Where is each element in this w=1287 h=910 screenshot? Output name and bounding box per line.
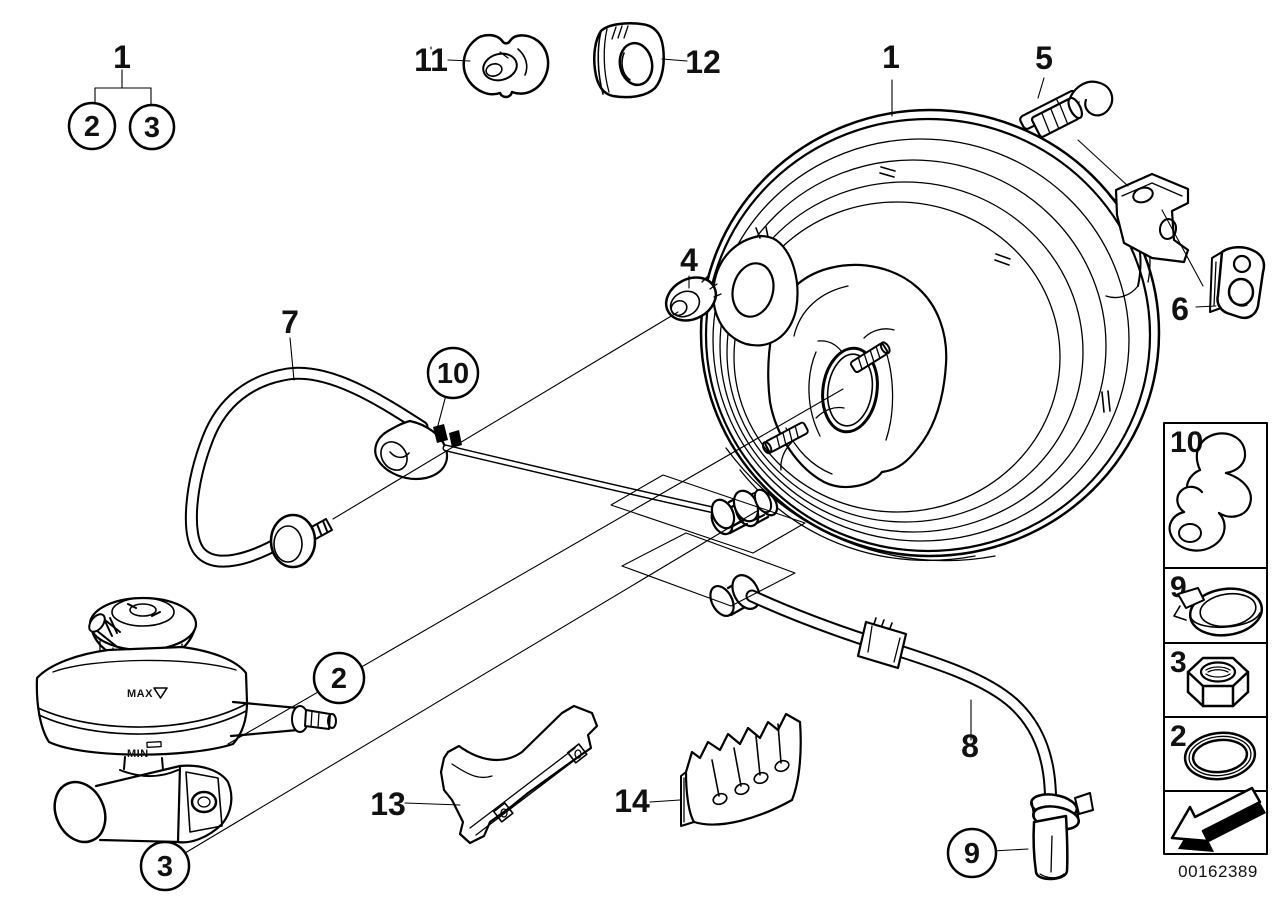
detail-frame-b [621,532,796,607]
sidebar-cell-2: 2 [1170,720,1257,781]
callout-circle-3b [139,840,191,892]
callout-3: 3 [157,851,173,883]
sidebar-cell-9: 9 [1170,571,1264,637]
callout-4: 4 [680,242,698,278]
sidebar-cell-10: 10 [1168,426,1252,552]
callout-1-booster: 1 [882,39,900,75]
o-ring-icon [1183,731,1257,781]
max-triangle-icon [153,687,168,699]
pipe-clip-icon [1168,432,1252,552]
sidebar-label-2: 2 [1170,720,1187,753]
sidebar-cell-3: 3 [1170,646,1250,708]
rubber-holder-14 [680,712,802,827]
hose8-end-fitting [1030,792,1094,881]
callout-labels: 1 2 3 11 12 1 5 6 4 7 13 14 8 10 2 3 9 [67,39,1189,892]
callout-circle-10 [426,346,480,400]
sealing-grommet-4 [664,275,722,322]
hose8-mount-block [856,617,908,670]
brake-booster [699,108,1161,562]
hose7-threaded-fitting [269,513,333,569]
direction-arrow-icon [1170,786,1266,852]
cable-clip-11 [462,33,550,99]
callout-legend-3: 3 [144,112,160,144]
callout-9: 9 [964,838,980,870]
document-number: 00162389 [1178,862,1258,881]
booster-port-ring [712,226,799,347]
callout-circle-9 [946,827,998,879]
callout-7: 7 [281,304,299,340]
callout-legend-2: 2 [84,111,100,143]
hex-nut-icon [1186,656,1250,708]
min-mark: MIN [127,748,149,760]
sidebar-frame [1163,422,1268,855]
master-cylinder [53,700,337,844]
callout-circle-2b [312,651,366,705]
reservoir-tank [35,645,249,756]
sidebar-label-10: 10 [1170,426,1203,459]
spring-clip-6 [1209,246,1266,320]
retaining-pin [1019,80,1114,138]
callout-13: 13 [370,786,406,822]
vacuum-hose-8 [709,574,1094,881]
fluid-reservoir: MAX MIN [35,596,249,760]
hose-clamp-icon [1173,587,1264,637]
callout-2: 2 [331,663,347,695]
shell-slot-marks [879,166,1111,413]
callout-8: 8 [961,728,979,764]
cap-nipple [88,613,121,647]
hose7-end-fitting [710,488,773,530]
callout-10: 10 [437,358,469,390]
mounting-stud-upper [849,341,891,373]
callout-circle-2 [67,101,117,151]
sidebar-cell-arrow [1170,786,1266,852]
max-mark: MAX [127,688,153,700]
callout-6: 6 [1171,291,1189,327]
mounting-stud-lower [761,421,809,455]
callout-12: 12 [685,44,721,80]
callout-circle-3 [128,103,176,151]
callout-legend-1: 1 [113,39,131,75]
vacuum-hose-7 [184,366,773,569]
support-bracket-13 [439,704,599,845]
callout-5: 5 [1035,40,1053,76]
callout-11: 11 [414,42,448,78]
sidebar-legend: 10 9 3 [1163,422,1268,855]
detail-frame-a [610,474,806,554]
rubber-grommet-12 [593,22,665,99]
callout-14: 14 [614,783,650,819]
reservoir-port [229,700,337,738]
mounting-bracket [1114,172,1190,264]
sidebar-label-3: 3 [1170,646,1187,679]
